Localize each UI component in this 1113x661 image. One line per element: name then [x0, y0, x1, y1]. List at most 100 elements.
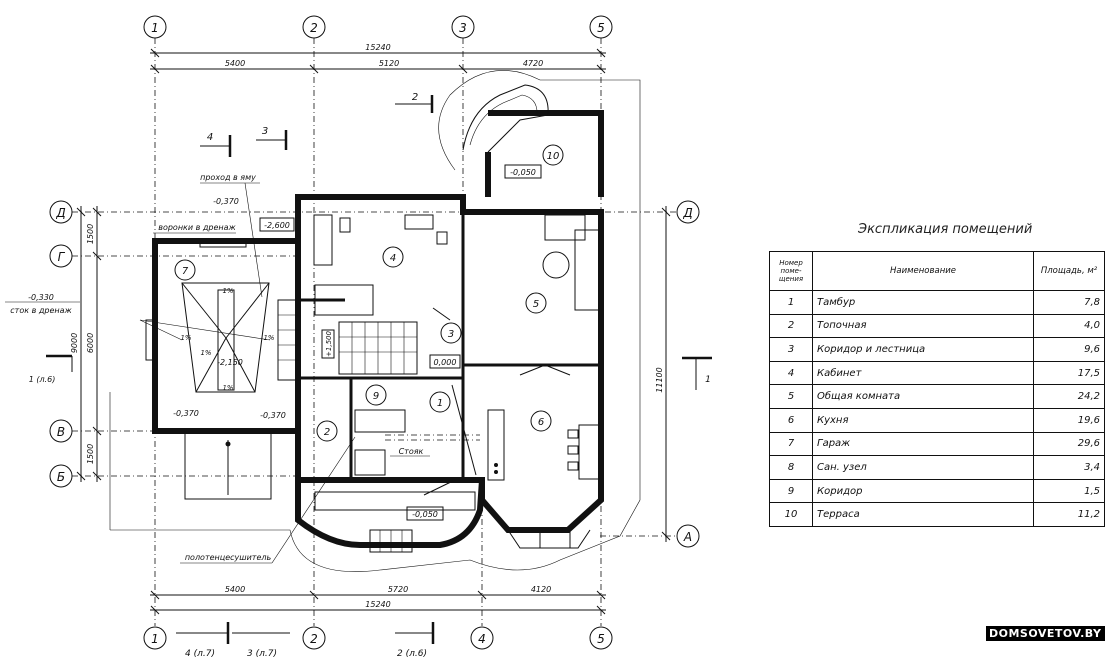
axis-5-top: 5 [597, 21, 605, 35]
cell-area: 24,2 [1033, 384, 1105, 409]
dim-left-3: 1500 [86, 444, 95, 464]
room-number-2: 2 [324, 427, 330, 438]
explication-table: Номер поме-щения Наименование Площадь, м… [769, 251, 1105, 527]
level-garage-bottom-left: -0,370 [173, 409, 199, 418]
cell-area: 17,5 [1033, 360, 1105, 386]
furniture [313, 214, 601, 553]
dim-left-2: 6000 [86, 333, 95, 353]
dim-top-total: 15240 [365, 43, 390, 52]
terrace-curved-stair [462, 84, 549, 153]
cell-num: 6 [769, 407, 813, 433]
cell-name: Тамбур [812, 290, 1034, 315]
cell-name: Коридор [812, 478, 1034, 504]
axis-D-left: Д [55, 206, 65, 220]
axis-3-top: 3 [459, 21, 467, 35]
level-terrace: -0,050 [510, 168, 536, 177]
cell-area: 19,6 [1033, 407, 1105, 433]
slope-4: 1% [222, 384, 233, 392]
note-riser: Стояк [399, 447, 424, 456]
cell-area: 3,4 [1033, 455, 1105, 480]
dim-top-1: 5400 [225, 59, 245, 68]
level-stair: +1,500 [325, 331, 333, 357]
axis-B-left: Б [57, 470, 65, 484]
dim-bottom-total: 15240 [365, 600, 390, 609]
cell-num: 10 [769, 502, 813, 527]
dimensions-top: 15240 5400 5120 4720 [150, 43, 606, 74]
cell-area: 11,2 [1033, 502, 1105, 527]
cell-area: 7,8 [1033, 290, 1105, 315]
note-towel-dryer: полотенцесушитель [185, 553, 272, 562]
cell-num: 8 [769, 455, 813, 480]
dim-bottom-1: 5400 [225, 585, 245, 594]
level-entrance: -0,050 [412, 510, 438, 519]
dim-right-total: 11100 [655, 367, 664, 392]
room-number-5: 5 [533, 299, 539, 310]
axis-bubbles-bottom: 1 2 4 5 [143, 626, 613, 650]
axis-bubbles-left: Д Г В Б [49, 200, 73, 488]
level-garage-top: -0,370 [213, 197, 239, 206]
axis-V-left: В [57, 425, 65, 439]
slope-marks: 1% 1% 1% 1% 1% [180, 287, 274, 392]
room-number-7: 7 [182, 266, 189, 277]
explication-header-row: Номер поме-щения Наименование Площадь, м… [769, 251, 1105, 291]
dim-left-1: 1500 [86, 224, 95, 244]
cell-area: 9,6 [1033, 337, 1105, 362]
cell-name: Сан. узел [812, 455, 1034, 480]
garage-details [139, 240, 272, 500]
dim-top-3: 4720 [523, 59, 543, 68]
cell-name: Гараж [812, 431, 1034, 457]
level-marks: -0,050 -0,370 -2,600 -2,150 -0,370 -0,37… [28, 164, 542, 521]
note-drain: сток в дренаж [10, 306, 72, 315]
room-number-6: 6 [538, 417, 544, 428]
room-numbers: 1 2 3 4 5 6 7 9 10 [174, 144, 564, 442]
axis-A-right: А [683, 530, 692, 544]
explication-title: Экспликация помещений [858, 222, 1033, 237]
axis-G-left: Г [58, 250, 66, 264]
cell-area: 1,5 [1033, 478, 1105, 504]
axis-1-top: 1 [151, 21, 159, 35]
section-3-bottom: 3 (л.7) [247, 649, 277, 659]
axis-4-bottom: 4 [478, 632, 486, 646]
cell-num: 4 [769, 360, 813, 386]
cell-num: 3 [769, 337, 813, 362]
axis-bubbles-top: 1 2 3 5 [143, 15, 613, 39]
header-name: Наименование [812, 251, 1034, 291]
room-number-9: 9 [373, 391, 379, 402]
note-funnels: воронки в дренаж [158, 223, 236, 232]
cell-num: 1 [769, 290, 813, 315]
dim-left-total: 9000 [70, 333, 79, 353]
site-contour [109, 70, 641, 572]
cell-area: 29,6 [1033, 431, 1105, 457]
section-1-left: 1 (л.6) [29, 375, 56, 384]
level-hall: 0,000 [434, 358, 457, 367]
header-room-number: Номер поме-щения [769, 251, 813, 291]
axis-1-bottom: 1 [151, 632, 159, 646]
cell-num: 7 [769, 431, 813, 457]
cell-name: Топочная [812, 313, 1034, 339]
axis-5-bottom: 5 [597, 632, 605, 646]
axis-2-top: 2 [310, 21, 318, 35]
axis-D-right: Д [682, 206, 692, 220]
watermark: DOMSOVETOV.BY [986, 626, 1105, 641]
section-markers: 2 4 3 1 (л.6) 1 4 (л.7) 3 (л.7) 2 (л.6) [29, 92, 712, 659]
room-number-1: 1 [437, 398, 443, 409]
dimensions-bottom: 5400 5720 4120 15240 [150, 585, 606, 615]
cell-num: 2 [769, 313, 813, 339]
level-garage-center: -2,150 [217, 358, 243, 367]
cell-name: Кухня [812, 407, 1034, 433]
cell-name: Кабинет [812, 360, 1034, 386]
room-number-3: 3 [448, 329, 454, 340]
dim-bottom-3: 4120 [531, 585, 551, 594]
section-2-bottom: 2 (л.6) [397, 649, 427, 659]
level-garage-bottom-right: -0,370 [260, 411, 286, 420]
